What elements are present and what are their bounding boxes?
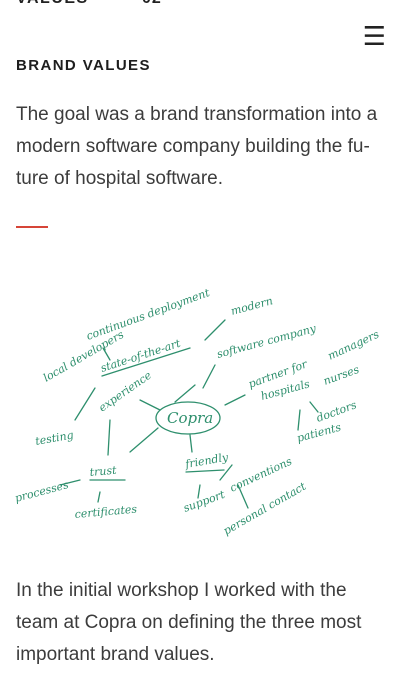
sketch-word: modern [229, 294, 274, 318]
hamburger-menu-icon[interactable]: ☰ [362, 22, 386, 52]
intro-paragraph: The goal was a brand transformation into… [16, 104, 378, 189]
sketch-word: managers [326, 328, 382, 363]
underline [101, 347, 191, 377]
page-title: BRAND VALUES [16, 57, 151, 74]
sketch-word: software company [215, 322, 318, 361]
sketch-word: testing [34, 428, 74, 448]
sketch-word: trust [89, 464, 117, 479]
section-indicator: VALUES 02 [0, 0, 400, 10]
connector [219, 464, 233, 481]
connector [97, 491, 101, 503]
connector [197, 484, 201, 499]
connector [237, 484, 249, 509]
connector [202, 364, 216, 389]
underline [185, 469, 225, 473]
brand-values-mindmap-sketch: Copra continuous deployment modern state… [13, 286, 382, 538]
connector [129, 427, 159, 453]
sketch-word: nurses [322, 363, 362, 388]
connector [59, 479, 81, 486]
connector [74, 387, 96, 421]
sketch-word: support [182, 488, 228, 515]
section-number: 02 [142, 0, 162, 8]
connector [174, 384, 196, 403]
connector [224, 394, 246, 406]
outro-paragraph: In the initial workshop I worked with th… [16, 580, 362, 665]
sketch-center-label: Copra [167, 409, 213, 427]
connector [309, 401, 319, 413]
connector [189, 434, 193, 453]
connector [297, 409, 301, 431]
connector [204, 319, 226, 341]
connector [107, 419, 111, 456]
sketch-word: certificates [74, 503, 138, 521]
center-ellipse [155, 401, 221, 435]
connector [102, 347, 111, 361]
sketch-word: friendly [183, 451, 230, 472]
section-name: VALUES [16, 0, 89, 8]
sketch-word: processes [13, 478, 70, 505]
accent-divider [16, 226, 48, 228]
sketch-word: local developers [41, 328, 126, 385]
sketch-word: continuous deployment [85, 286, 212, 343]
connector [139, 399, 161, 411]
